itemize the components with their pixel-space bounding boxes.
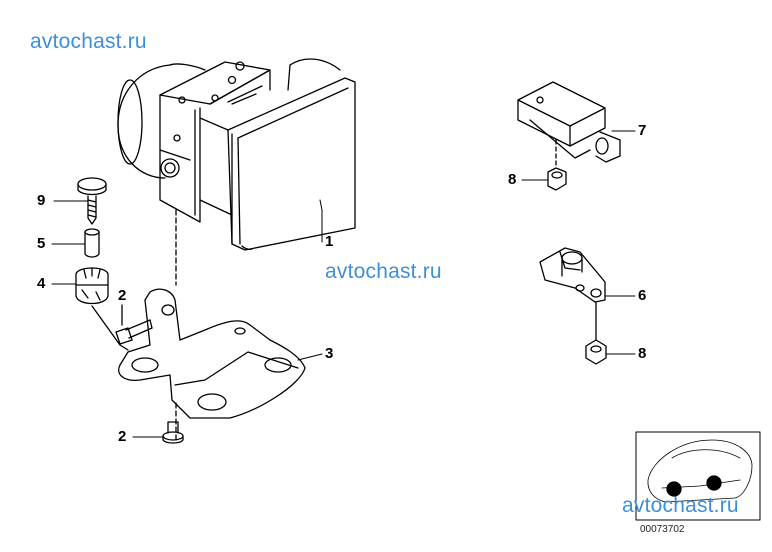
- callout-5: 5: [37, 235, 46, 252]
- callout-8-upper: 8: [508, 171, 517, 188]
- callout-9: 9: [37, 192, 46, 209]
- vehicle-location-inset: [635, 431, 761, 521]
- callout-8-lower: 8: [638, 345, 647, 362]
- callout-3: 3: [325, 345, 334, 362]
- watermark-middle: avtochast.ru: [325, 260, 442, 283]
- nut-lower: [585, 339, 607, 365]
- callout-7: 7: [638, 122, 647, 139]
- sleeve-5: [84, 228, 100, 258]
- bolt-upper: [115, 319, 153, 345]
- callout-1: 1: [325, 233, 334, 250]
- abs-hydraulic-unit: [117, 58, 356, 251]
- sensor-module: [517, 81, 621, 163]
- screw-9: [77, 177, 107, 225]
- watermark-bottom-right: avtochast.ru: [622, 494, 739, 517]
- callout-6: 6: [638, 287, 647, 304]
- callout-4: 4: [37, 275, 46, 292]
- bracket: [118, 288, 306, 419]
- nut-upper: [547, 167, 567, 191]
- grommet-4: [75, 267, 109, 305]
- bolt-lower: [162, 421, 184, 444]
- watermark-top-left: avtochast.ru: [30, 30, 147, 53]
- callout-2-lower: 2: [118, 428, 127, 445]
- callout-2-upper: 2: [118, 287, 127, 304]
- sensor-module-lower: [539, 247, 606, 303]
- diagram-code: 00073702: [640, 524, 685, 535]
